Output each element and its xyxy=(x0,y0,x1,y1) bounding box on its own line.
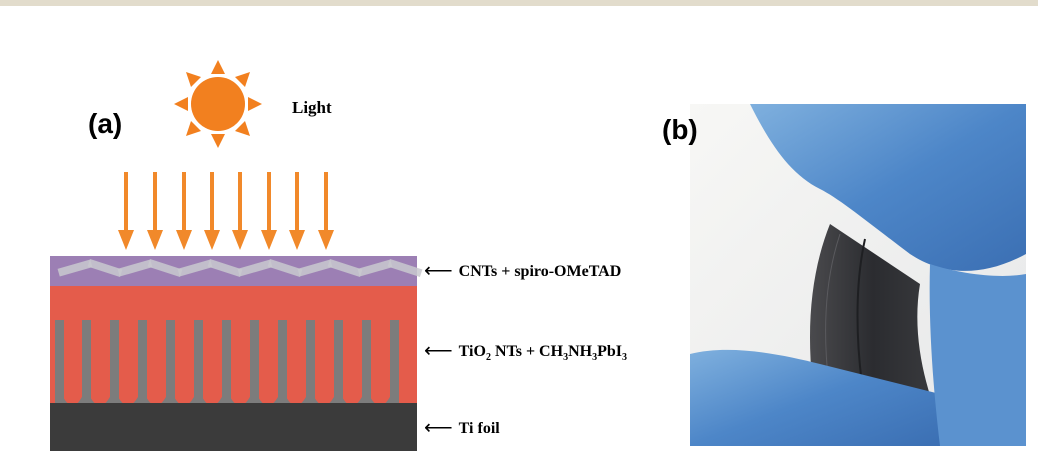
nanotube-wall xyxy=(194,320,203,410)
cnt-bundle xyxy=(327,258,363,278)
cnt-bundle xyxy=(357,259,393,277)
ti-foil-layer xyxy=(50,403,417,451)
left-arrow-icon: ⟵ xyxy=(424,340,453,362)
panel-a-label: (a) xyxy=(88,108,123,139)
cnt-bundle xyxy=(207,258,243,278)
left-arrow-icon: ⟵ xyxy=(424,260,453,282)
light-arrowhead xyxy=(261,230,277,250)
top-rule xyxy=(0,0,1038,6)
cnt-bundle xyxy=(57,259,93,277)
cnt-bundle xyxy=(297,259,333,277)
light-arrowhead xyxy=(147,230,163,250)
nanotube-wall xyxy=(334,320,343,410)
light-arrowhead xyxy=(118,230,134,250)
cnt-bundle xyxy=(387,258,423,278)
cnt-mesh xyxy=(57,258,423,278)
light-arrowhead xyxy=(204,230,220,250)
light-arrowhead xyxy=(289,230,305,250)
perovskite-layer xyxy=(50,286,417,403)
light-label: Light xyxy=(292,98,332,117)
nanotube-wall xyxy=(82,320,91,410)
nanotube-wall xyxy=(362,320,371,410)
nanotube-wall xyxy=(110,320,119,410)
cnt-bundle xyxy=(267,258,303,278)
nanotube-wall xyxy=(278,320,287,410)
cnt-bundle xyxy=(117,259,153,277)
nanotube-wall xyxy=(390,320,399,410)
nanotube-wall xyxy=(166,320,175,410)
panel-b-label: (b) xyxy=(662,114,698,145)
cnt-bundle xyxy=(147,258,183,278)
light-arrowhead xyxy=(318,230,334,250)
light-arrowhead xyxy=(176,230,192,250)
light-arrowhead xyxy=(232,230,248,250)
cnt-bundle xyxy=(177,259,213,277)
layer-label-cnt: ⟵CNTs + spiro-OMeTAD xyxy=(424,260,622,282)
layer-label-tio2: ⟵TiO2 NTs + CH3NH3PbI3 xyxy=(424,340,627,363)
nanotube-wall xyxy=(138,320,147,410)
left-arrow-icon: ⟵ xyxy=(424,417,453,439)
nanotube-wall xyxy=(250,320,259,410)
nanotube-wall xyxy=(306,320,315,410)
cnt-bundle xyxy=(87,258,123,278)
layer-label-ti: ⟵Ti foil xyxy=(424,417,500,439)
nanotube-wall xyxy=(55,320,64,410)
light-arrows xyxy=(118,172,334,250)
sun-icon xyxy=(174,60,262,148)
flexible-device-photo xyxy=(690,104,1026,446)
cnt-bundle xyxy=(237,259,273,277)
nanotube-wall xyxy=(222,320,231,410)
